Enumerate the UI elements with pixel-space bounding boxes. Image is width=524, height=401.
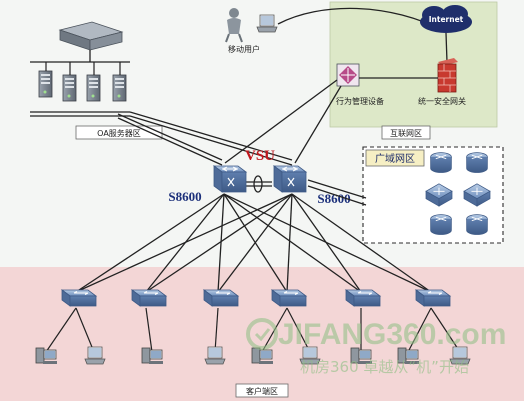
access-switch-2-icon bbox=[131, 289, 167, 307]
client-pc-1-icon bbox=[35, 347, 58, 365]
wan-router-3-icon bbox=[430, 214, 452, 235]
core-switch-right-icon bbox=[273, 165, 307, 193]
oa-server-2-icon bbox=[62, 74, 77, 102]
access-switch-1-icon bbox=[61, 289, 97, 307]
access-switch-5-icon bbox=[345, 289, 381, 307]
core-switch-left-label: S8600 bbox=[168, 189, 201, 204]
access-switch-4-icon bbox=[271, 289, 307, 307]
access-switch-3-icon bbox=[203, 289, 239, 307]
client-laptop-2-icon bbox=[204, 346, 226, 365]
wan-router-2-icon bbox=[466, 152, 488, 173]
client-pc-2-icon bbox=[141, 347, 164, 365]
unified-gateway-label: 统一安全网关 bbox=[418, 96, 466, 106]
oa-server-group bbox=[30, 21, 130, 117]
client-zone-label-box bbox=[235, 383, 289, 398]
mobile-user-laptop-icon bbox=[256, 14, 278, 33]
oa-storage-icon bbox=[58, 21, 124, 51]
behavior-mgmt-device-icon bbox=[336, 63, 360, 87]
client-zone-label: 客户端区 bbox=[246, 386, 278, 396]
access-switch-6-icon bbox=[415, 289, 451, 307]
internet-zone-label: 互联网区 bbox=[390, 129, 422, 138]
watermark-logo-icon bbox=[246, 318, 278, 350]
client-pc-3-icon bbox=[251, 347, 274, 365]
oa-zone-label: OA服务器区 bbox=[97, 128, 141, 138]
watermark-slogan: 机房360 卓越从“机”开始 bbox=[300, 358, 469, 376]
oa-server-3-icon bbox=[86, 74, 101, 102]
mobile-user-icon bbox=[225, 8, 243, 43]
wan-zone-label: 广域网区 bbox=[375, 152, 415, 165]
internet-zone-label-box bbox=[381, 125, 431, 140]
mobile-user-label: 移动用户 bbox=[228, 44, 260, 54]
oa-server-1-icon bbox=[38, 70, 53, 98]
internet-cloud-label: Internet bbox=[429, 15, 464, 24]
vsu-link-bundle-icon bbox=[253, 175, 263, 193]
oa-zone-label-box bbox=[75, 125, 163, 140]
watermark-brand: JIFANG360.com bbox=[278, 318, 506, 351]
behavior-mgmt-label: 行为管理设备 bbox=[336, 96, 384, 106]
wan-router-4-icon bbox=[466, 214, 488, 235]
client-laptop-1-icon bbox=[84, 346, 106, 365]
oa-server-4-icon bbox=[112, 74, 127, 102]
core-switch-left-icon bbox=[213, 165, 247, 193]
firewall-icon bbox=[437, 58, 458, 93]
internet-cloud-icon bbox=[420, 5, 472, 33]
wan-zone-label-box bbox=[365, 149, 425, 167]
core-switch-right-label: S8600 bbox=[317, 191, 350, 206]
vsu-label: VSU bbox=[245, 148, 275, 164]
wan-router-1-icon bbox=[430, 152, 452, 173]
client-zone-area bbox=[0, 267, 524, 401]
core-to-access-links bbox=[75, 193, 432, 293]
